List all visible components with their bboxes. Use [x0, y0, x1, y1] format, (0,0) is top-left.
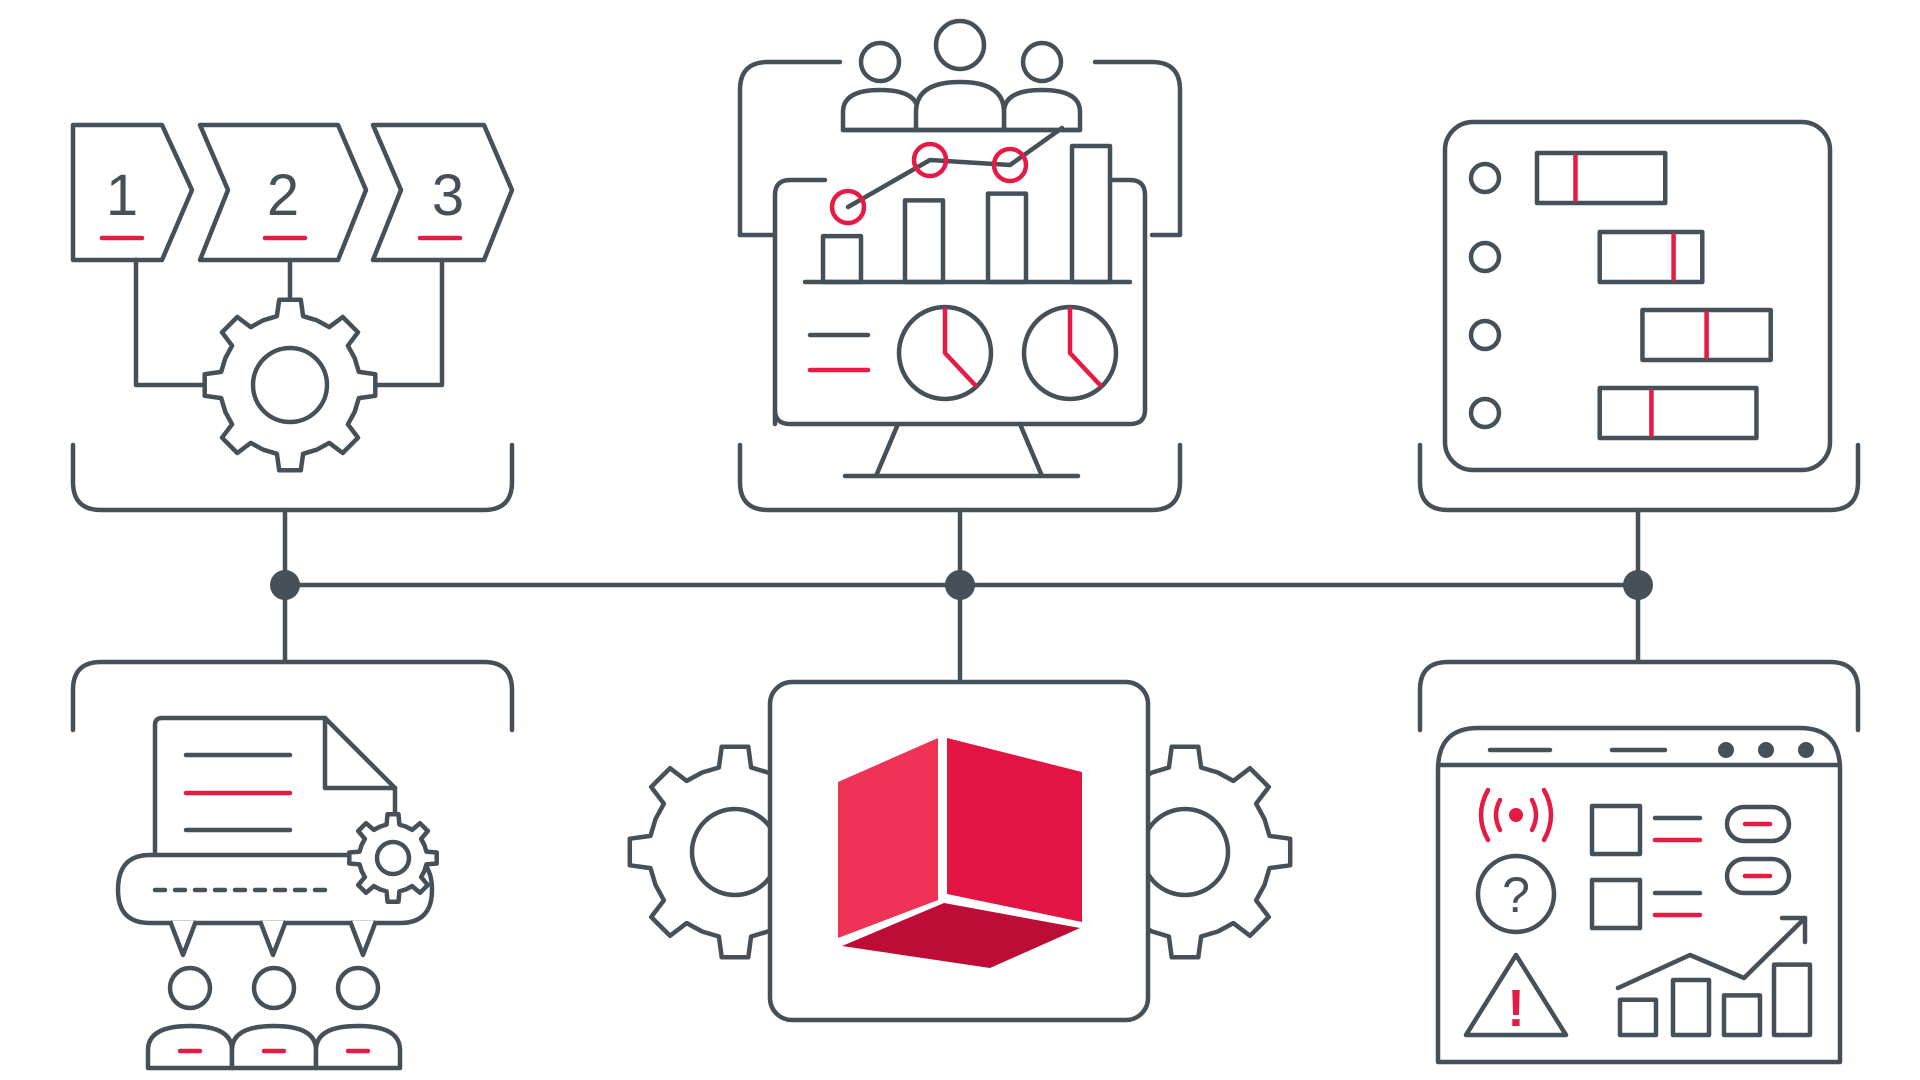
task-bar: [1597, 229, 1705, 285]
growth-arrow-head: [1779, 915, 1808, 945]
toggle-2: [1724, 856, 1792, 896]
document-icon: [152, 715, 398, 858]
bracket-analytics-bottom: [737, 442, 1183, 513]
panel-brackets: [70, 59, 1861, 733]
window-dot-2: [1758, 742, 1774, 758]
step-3-link: [365, 257, 445, 388]
dashboard-pies: [896, 304, 1119, 402]
pie-slice: [1067, 306, 1103, 388]
task-bullet: [1468, 240, 1502, 274]
warning-icon: [1463, 952, 1569, 1038]
pointer-3: [347, 920, 379, 958]
dashboard-bar: [1069, 143, 1113, 285]
trend-point: [911, 141, 949, 179]
task-bullet: [1468, 396, 1502, 430]
team-icon: [840, 18, 1083, 133]
cube-face-bottom: [842, 903, 1080, 968]
bracket-schedule-bottom: [1417, 442, 1861, 513]
cube-face-left: [838, 738, 938, 938]
growth-trend-line: [1615, 915, 1808, 991]
dashboard-bar: [820, 233, 864, 285]
bracket-process-bottom: [70, 442, 515, 513]
growth-bar: [1670, 977, 1712, 1038]
warning-icon-glyph: !: [1507, 980, 1524, 1038]
connector-network: [270, 507, 1653, 685]
process-panel: 1 2 3: [70, 122, 515, 473]
pie-slice: [942, 306, 978, 388]
task-bar: [1640, 307, 1773, 363]
help-icon: [1475, 853, 1557, 935]
monitor-frame-left: [772, 177, 828, 427]
toggle-1: [1724, 804, 1792, 844]
gear-icon: [202, 297, 378, 473]
bracket-analytics-top-left: [737, 59, 843, 238]
junction-node-right: [1623, 570, 1653, 600]
cube-icon: [838, 738, 1082, 968]
signal-icon: [1478, 787, 1554, 843]
growth-bar: [1617, 997, 1659, 1038]
schedule-board: [1442, 119, 1833, 473]
cube-face-right: [947, 738, 1082, 922]
trend-line: [845, 125, 1065, 210]
monitor-stand: [842, 421, 1081, 479]
bracket-analytics-top-right: [1092, 59, 1183, 238]
analytics-panel: [772, 18, 1148, 479]
gear-outline: [347, 812, 439, 904]
step-2: 2: [197, 122, 369, 263]
task-bullet: [1468, 318, 1502, 352]
trend-point: [829, 188, 867, 226]
docs-panel: [115, 715, 439, 1071]
gear-icon: [347, 812, 439, 904]
dashboard-bar: [902, 198, 946, 285]
step-1-link: [133, 257, 215, 388]
trend-point: [991, 146, 1029, 184]
junction-node-center: [945, 570, 975, 600]
step-3: 3: [370, 122, 515, 263]
task-bar: [1534, 150, 1668, 206]
checkbox-1: [1589, 803, 1643, 857]
window-dot-3: [1798, 742, 1814, 758]
monitor-icon: [772, 125, 1148, 479]
step-1: 1: [70, 122, 195, 263]
gantt-chart: [1468, 150, 1773, 441]
task-bullet: [1468, 161, 1502, 195]
pointer-2: [257, 920, 289, 958]
junction-node-left: [270, 570, 300, 600]
gear-hole: [374, 839, 412, 877]
dashboard-trend: [829, 125, 1065, 226]
browser-window: [1435, 725, 1843, 1065]
window-dot-1: [1718, 742, 1734, 758]
bracket-app-top: [1417, 659, 1861, 733]
task-bar: [1597, 385, 1759, 441]
bracket-docs-top: [70, 659, 515, 733]
checkbox-2: [1589, 877, 1643, 931]
app-panel: ? !: [1435, 725, 1843, 1065]
gear-hole: [250, 345, 330, 425]
help-icon-glyph: ?: [1502, 867, 1530, 923]
step-3-label: 3: [432, 163, 464, 228]
dashboard-bar: [985, 191, 1029, 285]
core-panel: [627, 679, 1293, 1023]
monitor-frame-right: [772, 177, 1148, 427]
gear-outline: [202, 297, 378, 473]
pointer-1: [167, 920, 199, 958]
growth-bar: [1721, 993, 1763, 1038]
growth-bar: [1771, 962, 1813, 1038]
step-1-label: 1: [106, 163, 138, 228]
team-icon: [145, 965, 403, 1071]
schedule-panel: [1442, 119, 1833, 473]
step-2-label: 2: [267, 163, 299, 228]
checklist: [1589, 803, 1792, 931]
dashboard-bars: [820, 143, 1113, 285]
growth-chart: [1615, 915, 1813, 1038]
document-fold: [322, 715, 398, 791]
